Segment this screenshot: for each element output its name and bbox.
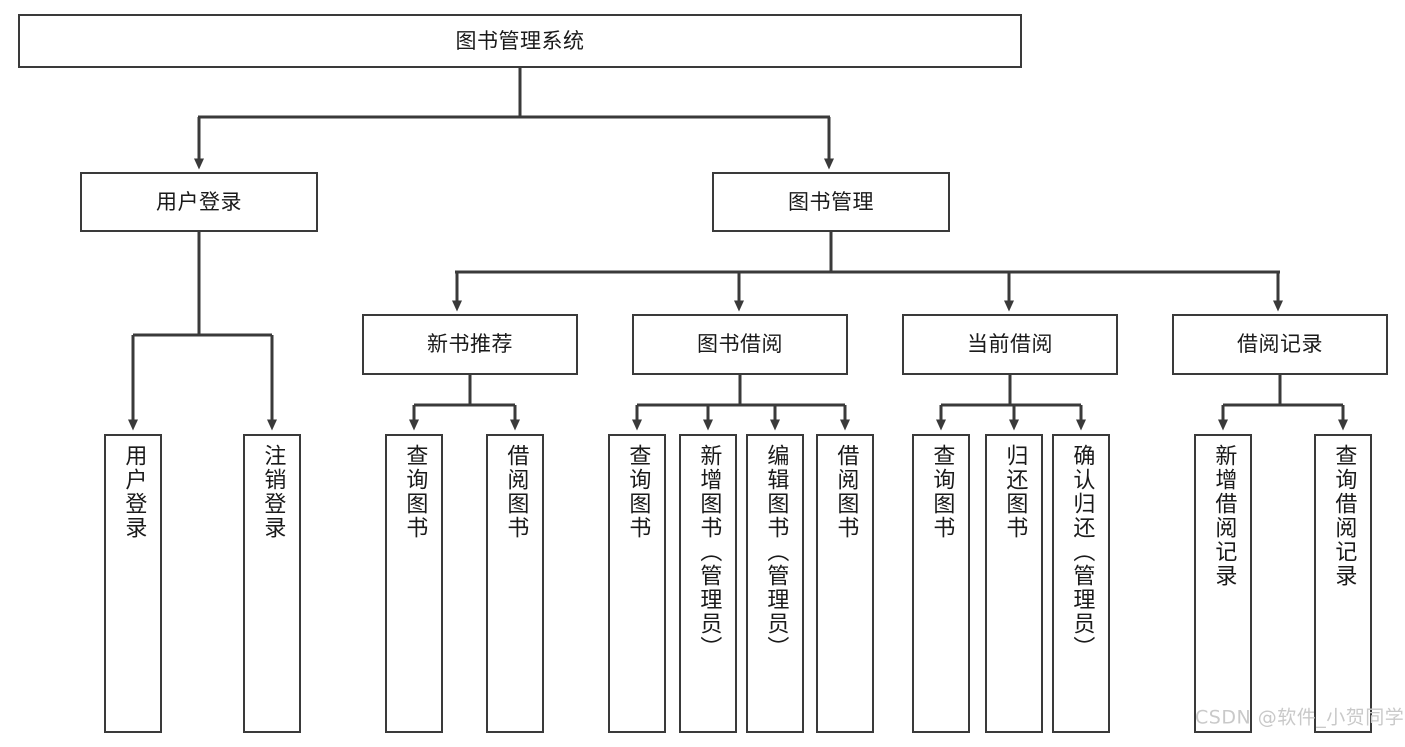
leaf-confirm-return[interactable]: 确认归还（管理员） — [1052, 434, 1110, 733]
leaf-add-book-label: 新增图书（管理员） — [696, 444, 722, 660]
leaf-query-record[interactable]: 查询借阅记录 — [1314, 434, 1372, 733]
leaf-query-book-3-label: 查询图书 — [929, 444, 955, 540]
leaf-confirm-return-label: 确认归还（管理员） — [1069, 444, 1095, 660]
node-user-login-label: 用户登录 — [156, 189, 242, 214]
node-borrow-record[interactable]: 借阅记录 — [1172, 314, 1388, 375]
leaf-return-book[interactable]: 归还图书 — [985, 434, 1043, 733]
leaf-query-book-2[interactable]: 查询图书 — [608, 434, 666, 733]
leaf-add-record-label: 新增借阅记录 — [1211, 444, 1237, 588]
leaf-borrow-book-1[interactable]: 借阅图书 — [486, 434, 544, 733]
leaf-add-record[interactable]: 新增借阅记录 — [1194, 434, 1252, 733]
leaf-return-book-label: 归还图书 — [1002, 444, 1028, 540]
node-borrow-record-label: 借阅记录 — [1237, 332, 1323, 357]
leaf-query-record-label: 查询借阅记录 — [1331, 444, 1357, 588]
leaf-query-book-1[interactable]: 查询图书 — [385, 434, 443, 733]
node-root[interactable]: 图书管理系统 — [18, 14, 1022, 68]
leaf-logout-label: 注销登录 — [260, 444, 286, 540]
leaf-add-book[interactable]: 新增图书（管理员） — [679, 434, 737, 733]
leaf-logout[interactable]: 注销登录 — [243, 434, 301, 733]
node-new-book-recommend[interactable]: 新书推荐 — [362, 314, 578, 375]
node-root-label: 图书管理系统 — [455, 28, 585, 53]
leaf-query-book-1-label: 查询图书 — [402, 444, 428, 540]
leaf-query-book-3[interactable]: 查询图书 — [912, 434, 970, 733]
leaf-borrow-book-1-label: 借阅图书 — [503, 444, 529, 540]
leaf-edit-book-label: 编辑图书（管理员） — [763, 444, 789, 660]
node-user-login[interactable]: 用户登录 — [80, 172, 318, 232]
node-book-borrow[interactable]: 图书借阅 — [632, 314, 848, 375]
node-book-borrow-label: 图书借阅 — [697, 332, 783, 357]
node-current-borrow[interactable]: 当前借阅 — [902, 314, 1118, 375]
leaf-edit-book[interactable]: 编辑图书（管理员） — [746, 434, 804, 733]
node-book-manage-label: 图书管理 — [788, 189, 874, 214]
leaf-query-book-2-label: 查询图书 — [625, 444, 651, 540]
leaf-user-login[interactable]: 用户登录 — [104, 434, 162, 733]
node-new-book-recommend-label: 新书推荐 — [427, 332, 513, 357]
node-book-manage[interactable]: 图书管理 — [712, 172, 950, 232]
leaf-user-login-label: 用户登录 — [121, 444, 147, 540]
node-current-borrow-label: 当前借阅 — [967, 332, 1053, 357]
watermark: CSDN @软件_小贺同学 — [1195, 706, 1405, 729]
leaf-borrow-book-2[interactable]: 借阅图书 — [816, 434, 874, 733]
leaf-borrow-book-2-label: 借阅图书 — [833, 444, 859, 540]
